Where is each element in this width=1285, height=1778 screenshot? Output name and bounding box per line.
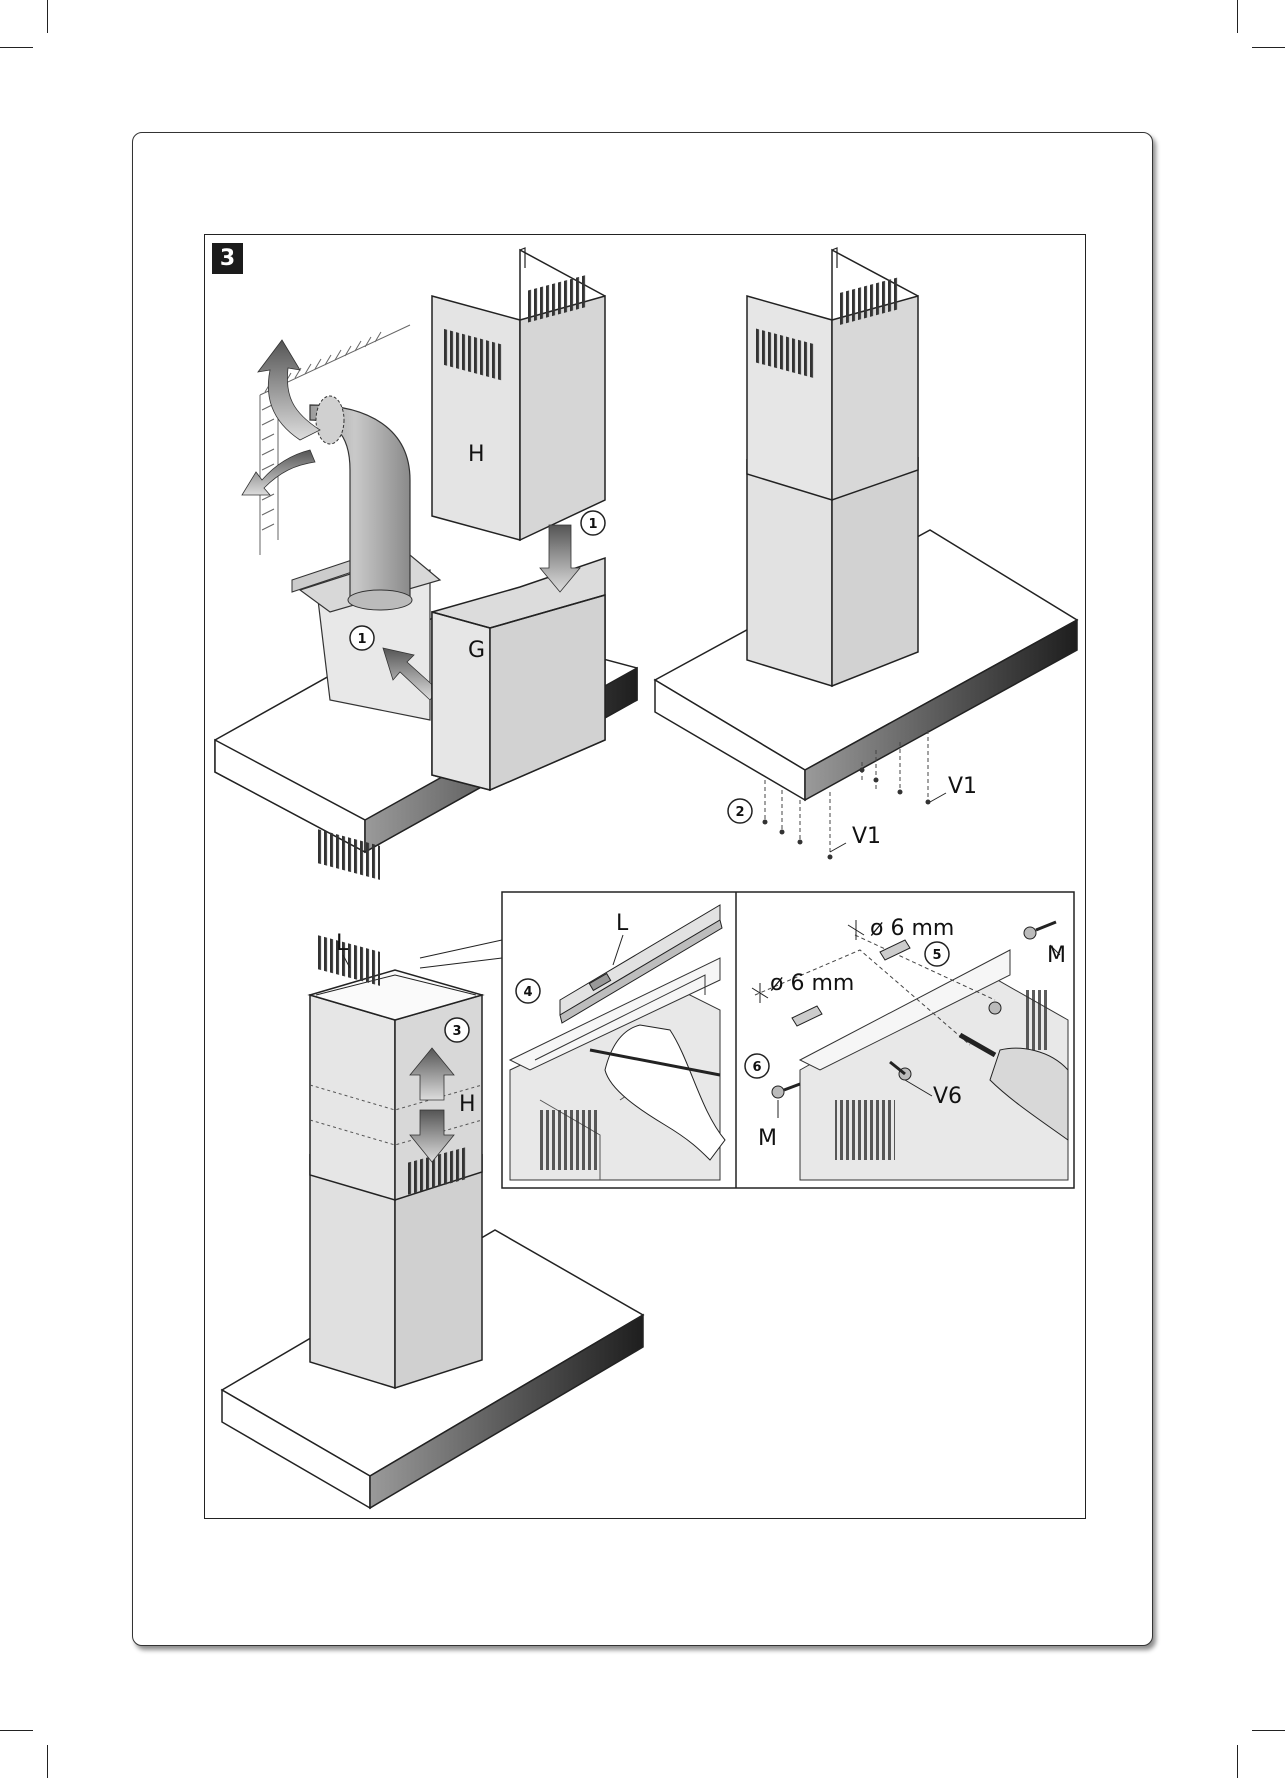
callout-1-top: 1 [588, 517, 597, 532]
callout-3: 3 [452, 1024, 461, 1039]
detail-inset: 4 L [502, 892, 1074, 1188]
label-diameter-top: ø 6 mm [870, 916, 954, 941]
callout-1-left: 1 [357, 632, 366, 647]
label-diameter-left: ø 6 mm [770, 971, 854, 996]
label-V1-bottom: V1 [852, 824, 881, 849]
callout-6: 6 [752, 1060, 761, 1075]
panel-assembled-hood: 2 V1 V1 [655, 248, 1077, 860]
callout-5: 5 [932, 948, 941, 963]
panel-duct-assembly: 1 1 H G [215, 248, 637, 852]
label-M-bottom: M [758, 1126, 777, 1151]
label-L-left: L [336, 931, 349, 956]
callout-4: 4 [523, 985, 532, 1000]
label-G: G [468, 638, 485, 663]
callout-2: 2 [735, 805, 744, 820]
label-V1-right: V1 [948, 774, 977, 799]
label-H-lower: H [459, 1092, 476, 1117]
label-L-inset: L [616, 911, 629, 936]
label-V6: V6 [933, 1084, 962, 1109]
label-H-top: H [468, 442, 485, 467]
label-M-top: M [1047, 943, 1066, 968]
